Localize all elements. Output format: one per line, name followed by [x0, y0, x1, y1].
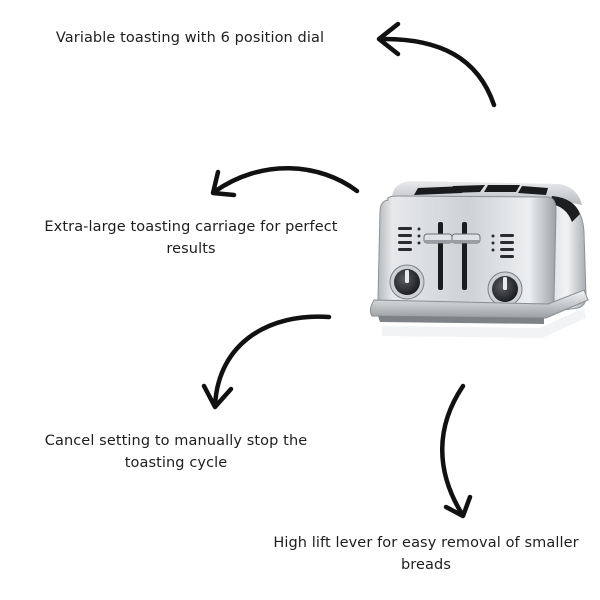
curved-arrow-dial-icon	[376, 21, 497, 108]
curved-arrow-carriage-icon	[210, 166, 360, 198]
dial-knob-left	[389, 264, 425, 300]
feature-label-carriage: Extra-large toasting carriage for perfec…	[44, 219, 338, 257]
feature-label-dial: Variable toasting with 6 position dial	[55, 30, 325, 46]
dial-knob-right	[487, 271, 523, 307]
curved-arrow-cancel-icon	[201, 314, 332, 410]
feature-label-cancel: Cancel setting to manually stop the toas…	[44, 433, 308, 471]
curved-arrow-lever-icon	[440, 383, 473, 519]
feature-label-lever: High lift lever for easy removal of smal…	[273, 535, 579, 573]
